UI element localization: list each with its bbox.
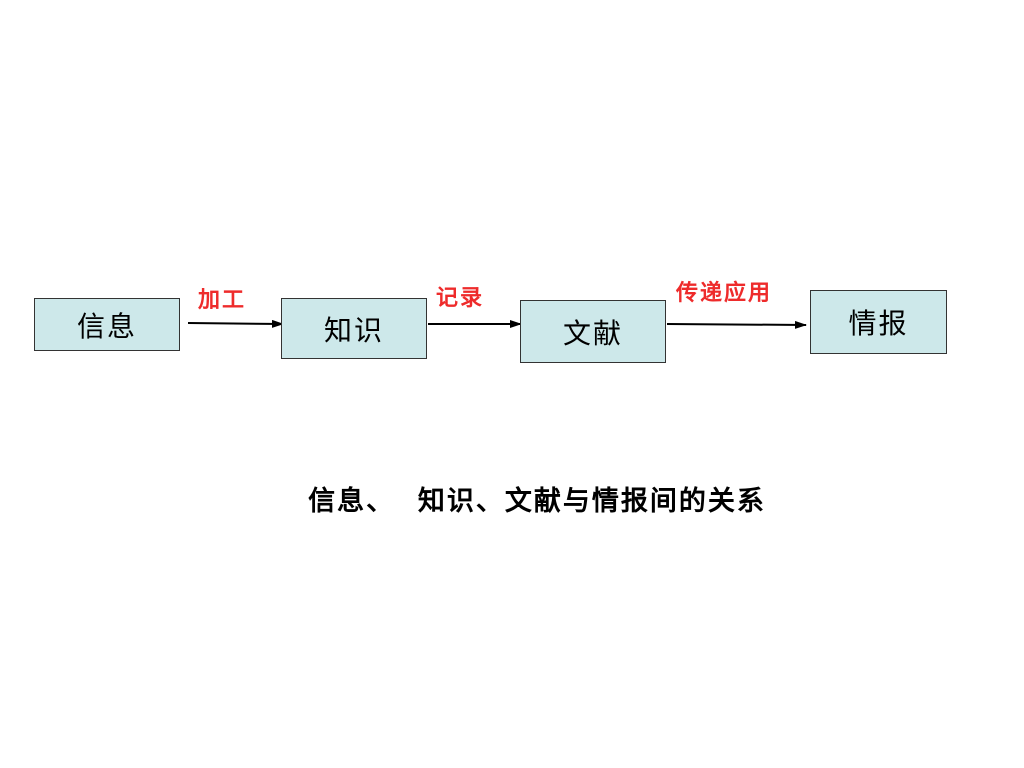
diagram-caption: 信息、 知识、文献与情报间的关系 bbox=[308, 486, 766, 517]
edge-label-jilu: 记录 bbox=[436, 285, 485, 311]
node-label: 信息 bbox=[76, 309, 137, 343]
node-label: 情报 bbox=[848, 307, 909, 340]
node-label: 文献 bbox=[562, 316, 623, 350]
edge-label-jiagong: 加工 bbox=[198, 287, 247, 313]
arrow-xinxi-to-zhishi bbox=[187, 319, 284, 328]
node-label: 知识 bbox=[323, 313, 384, 347]
node-zhishi: 知识 bbox=[281, 298, 427, 359]
node-xinxi: 信息 bbox=[34, 298, 180, 351]
edge-label-chuandi-yingyong: 传递应用 bbox=[676, 280, 773, 306]
arrow-wenxian-to-qingbao bbox=[666, 320, 807, 329]
node-wenxian: 文献 bbox=[520, 300, 666, 363]
node-qingbao: 情报 bbox=[810, 290, 947, 354]
